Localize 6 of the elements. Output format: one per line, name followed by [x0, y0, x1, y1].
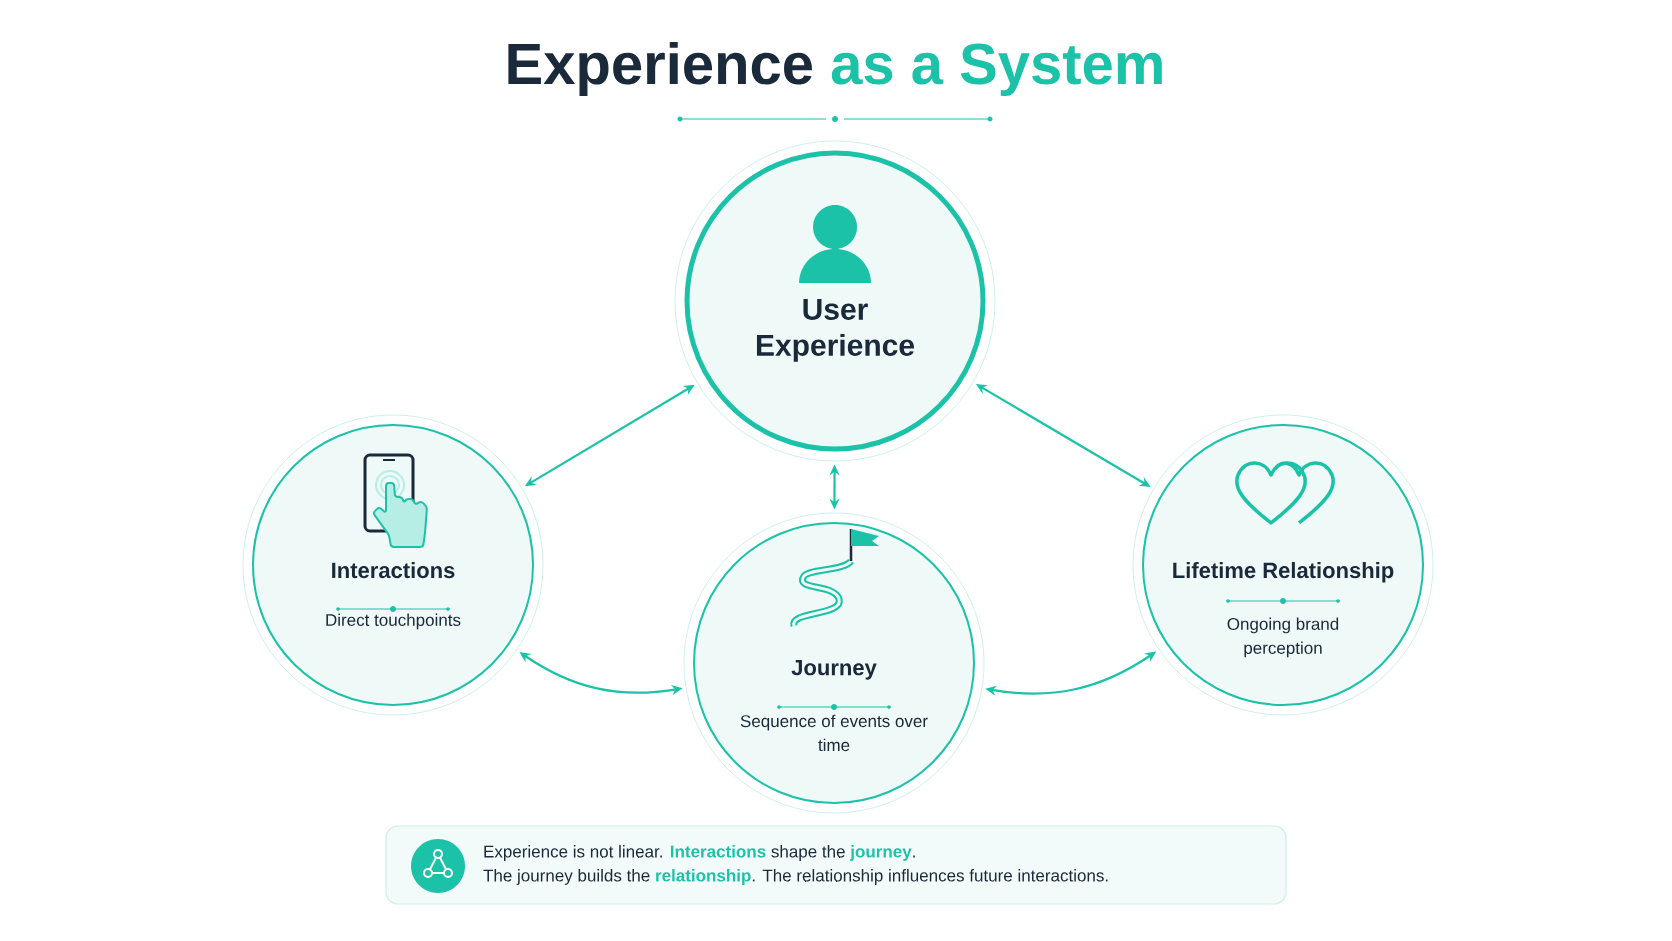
circle-node: User Experience	[674, 140, 996, 462]
circle-node: Lifetime Relationship Ongoing brand perception	[1132, 414, 1434, 716]
note-box: Experience is not linear. Interactions shape the journey. The journey builds the relationship. The relationship influences future interactions.	[385, 825, 1287, 905]
circle-node: Interactions Direct touchpoints	[242, 414, 544, 716]
circle-node: Journey Sequence of events over time	[683, 512, 985, 814]
title: Experience as a System	[508, 41, 1162, 96]
